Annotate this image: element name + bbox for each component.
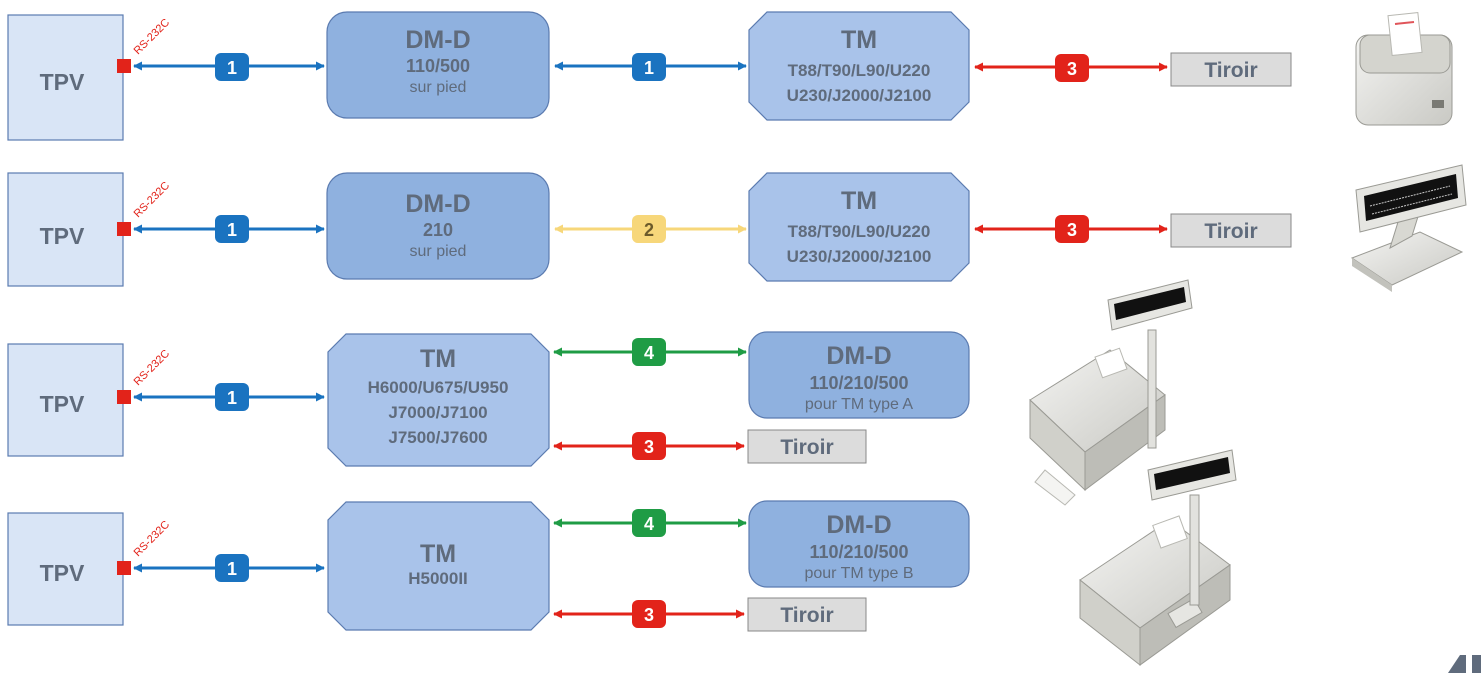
link-badge [215,53,249,81]
rs232c-port [117,561,131,575]
tm-box [327,501,550,631]
dmd-model: 110/500 [406,56,470,76]
tpv-box [7,343,124,457]
tpv-label: TPV [40,223,85,249]
dmd-model: 110/210/500 [809,542,908,562]
tpv-label: TPV [40,69,85,95]
tm-title: TM [841,187,877,215]
dmd-model: 110/210/500 [809,373,908,393]
link-badge-label: 1 [227,58,237,78]
link-badge-label: 1 [227,388,237,408]
link-badge-label: 4 [644,343,654,363]
tm-title: TM [841,26,877,54]
row-2: TPV RS-232C 1 DM-D 210 sur pied 2 TM T88… [7,164,1467,292]
receipt-printer-image [1355,11,1453,126]
dmd-model: 210 [423,220,453,240]
dmd-note: pour TM type B [804,565,913,582]
tm-models-1: H5000II [408,569,468,588]
rs232c-label: RS-232C [132,348,173,389]
tm-title: TM [420,540,456,568]
tm-box [327,333,550,467]
tiroir-label: Tiroir [1204,220,1257,243]
tiroir-box [747,429,867,464]
link-badge [215,215,249,243]
tiroir-label: Tiroir [1204,59,1257,82]
tm-models-1: T88/T90/L90/U220 [788,61,931,80]
rs232c-label: RS-232C [132,180,173,221]
tpv-label: TPV [40,391,85,417]
tpv-box [7,14,124,141]
tm-box [748,172,970,282]
dmd-box [748,331,970,419]
tm-models-1: T88/T90/L90/U220 [788,222,931,241]
tm-models-2: U230/J2000/J2100 [787,86,932,105]
link-badge-label: 1 [644,58,654,78]
rs232c-label: RS-232C [132,17,173,58]
dmd-title: DM-D [405,26,470,54]
tiroir-box [747,597,867,632]
tiroir-box [1170,213,1292,248]
link-badge [632,338,666,366]
dmd-box [326,11,550,119]
tm-models-3: J7500/J7600 [388,428,487,447]
tiroir-box [1170,52,1292,87]
link-badge [632,215,666,243]
dmd-box [748,500,970,588]
tm-models-2: U230/J2000/J2100 [787,247,932,266]
dmd-box [326,172,550,280]
link-badge-label: 1 [227,220,237,240]
tiroir-label: Tiroir [780,436,833,459]
link-badge [632,53,666,81]
row-4: TPV RS-232C 1 TM H5000II 4 DM-D 110/210/… [7,449,1237,667]
link-badge-label: 4 [644,514,654,534]
dmd-note: pour TM type A [805,396,914,413]
link-badge [632,600,666,628]
customer-display-image [1350,164,1467,292]
printer-with-pole-display-image [1079,449,1237,667]
dmd-title: DM-D [826,511,891,539]
row-3: TPV RS-232C 1 TM H6000/U675/U950 J7000/J… [7,279,1193,506]
tpv-box [7,172,124,287]
dmd-mount: sur pied [410,243,467,260]
link-badge [1055,54,1089,82]
link-badge [215,383,249,411]
printer-with-pole-display-image [1029,279,1193,506]
tm-models-2: J7000/J7100 [388,403,487,422]
rs232c-port [117,390,131,404]
corner-mark [1448,655,1481,673]
rs232c-label: RS-232C [132,519,173,560]
row-1: TPV RS-232C 1 DM-D 110/500 sur pied 1 TM… [7,11,1453,141]
tiroir-label: Tiroir [780,604,833,627]
link-badge [632,432,666,460]
tpv-label: TPV [40,560,85,586]
dmd-title: DM-D [405,190,470,218]
tpv-box [7,512,124,626]
link-badge [215,554,249,582]
tm-title: TM [420,345,456,373]
link-badge-label: 3 [644,437,654,457]
link-badge-label: 1 [227,559,237,579]
link-badge-label: 3 [644,605,654,625]
link-badge-label: 3 [1067,220,1077,240]
dmd-title: DM-D [826,342,891,370]
tm-models-1: H6000/U675/U950 [368,378,509,397]
link-badge [1055,215,1089,243]
link-badge [632,509,666,537]
link-badge-label: 2 [644,220,654,240]
dmd-mount: sur pied [410,79,467,96]
rs232c-port [117,59,131,73]
rs232c-port [117,222,131,236]
link-badge-label: 3 [1067,59,1077,79]
tm-box [748,11,970,121]
